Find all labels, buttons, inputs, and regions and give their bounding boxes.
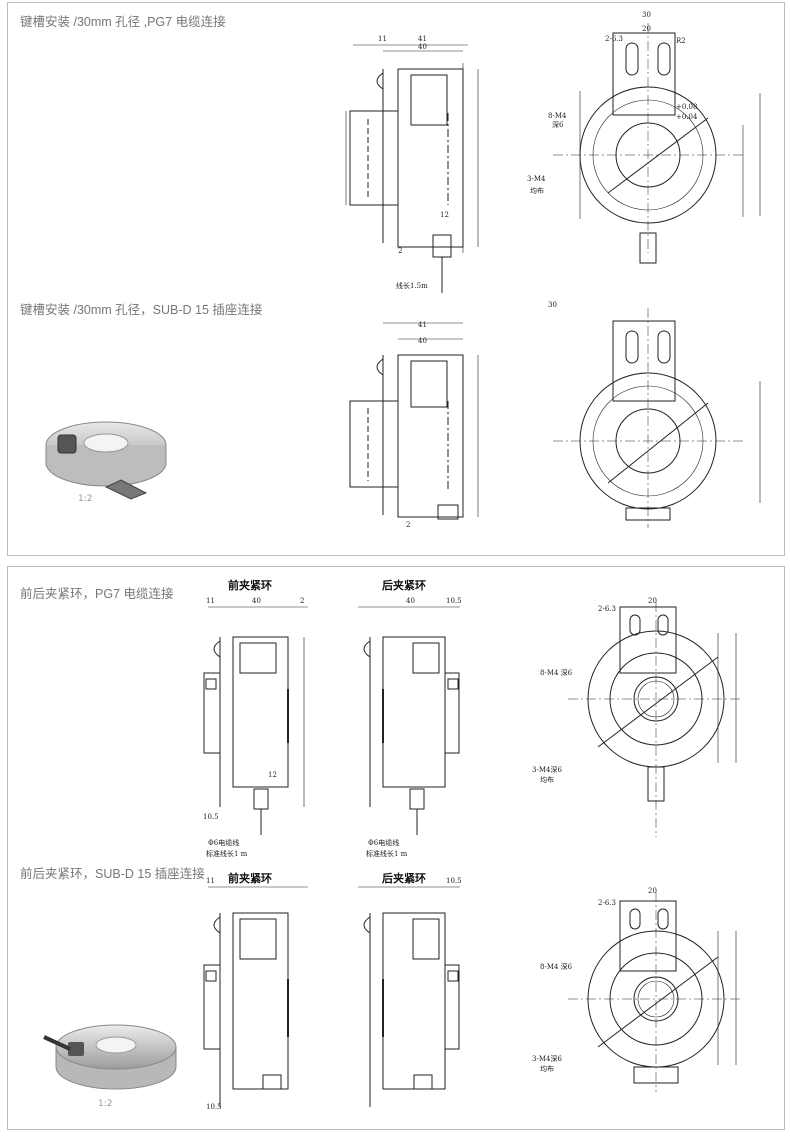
m4-8-label: 8-M4 [548,112,567,120]
cable-std: 标准线长1 m [206,849,248,858]
cl-dim-12: 12 [268,771,277,779]
cl-dim-2: 2 [300,597,304,605]
even-label: 均布 [530,186,544,195]
dim-30-b: 30 [548,301,557,309]
tol-upper: +0.08 [676,103,697,111]
cable-length: 线长1.5m [396,281,428,290]
photo-scale-label: 1:2 [78,494,93,504]
cl2-even: 均布 [540,1064,554,1073]
dim-40: 40 [418,43,427,51]
cl-dim-20: 20 [648,597,657,605]
encoder-photo-clamp [43,1024,177,1090]
dim-12: 12 [440,211,449,219]
dim-2-6.3: 2-6.3 [605,35,623,43]
keyway-drawings: 11 41 40 12 2 线长1.5m 30 20 2-6.3 R2 8-M4… [345,11,761,529]
caption-clamp-pg7: 前后夹紧环，PG7 电缆连接 [20,587,174,601]
cl-dim-11: 11 [206,597,215,605]
cable-phi6-r: Φ6电缆线 [368,838,399,847]
cl-m4-3: 3-M4深6 [532,765,562,774]
panel-clamp-mount: 前后夹紧环，PG7 电缆连接 前后夹紧环，SUB-D 15 插座连接 前夹紧环 … [7,566,785,1130]
rear-clamp-title-2: 后夹紧环 [382,872,426,885]
cl-dim-40: 40 [252,597,261,605]
clamp-drawings: 11 40 2 40 10.5 12 10.5 Φ6电缆线 标准线长1 m Φ6… [203,597,743,1111]
tol-lower: +0.04 [676,113,698,121]
cable-std-r: 标准线长1 m [366,849,408,858]
cl-dim-40r: 40 [406,597,415,605]
cl2-m4-3: 3-M4深6 [532,1054,562,1063]
dim-20: 20 [642,25,651,33]
cl2-dim-105b: 10.5 [206,1103,222,1111]
caption-keyway-pg7: 键槽安装 /30mm 孔径 ,PG7 电缆连接 [20,15,226,29]
dim-30: 30 [642,11,651,19]
cl-m4-8: 8-M4 深6 [540,668,573,677]
front-clamp-title: 前夹紧环 [228,579,272,592]
cl-even: 均布 [540,775,554,784]
encoder-photo-keyway [45,421,167,500]
front-clamp-title-2: 前夹紧环 [228,872,272,885]
rear-clamp-title: 后夹紧环 [382,579,426,592]
dim-r2: R2 [676,37,686,45]
cl2-m4-8: 8-M4 深6 [540,962,573,971]
dim-11: 11 [378,35,387,43]
photo-scale-label-2: 1:2 [98,1099,113,1109]
dim-2: 2 [398,247,402,255]
caption-keyway-subd15: 键槽安装 /30mm 孔径，SUB-D 15 插座连接 [20,303,263,317]
dim-41: 41 [418,35,427,43]
cl2-dim-105: 10.5 [446,877,462,885]
caption-clamp-subd15: 前后夹紧环，SUB-D 15 插座连接 [20,867,205,881]
panel-keyway-mount: 键槽安装 /30mm 孔径 ,PG7 电缆连接 键槽安装 /30mm 孔径，SU… [7,2,785,556]
m4-depth-label: 深6 [552,120,564,129]
m4-3-label: 3-M4 [527,175,546,183]
dim-2-b: 2 [406,521,410,529]
dim-40-b: 40 [418,337,427,345]
cl2-dim-40: 40 [252,877,261,885]
cl-dim-105b: 10.5 [203,813,219,821]
cable-phi6: Φ6电缆线 [208,838,239,847]
cl2-dim-11: 11 [206,877,215,885]
cl-dim-105: 10.5 [446,597,462,605]
cl2-dim-2-6.3: 2-6.3 [598,899,616,907]
cl-dim-2-6.3: 2-6.3 [598,605,616,613]
dim-41-b: 41 [418,321,427,329]
cl2-dim-20: 20 [648,887,657,895]
cl2-dim-40r: 40 [406,877,415,885]
